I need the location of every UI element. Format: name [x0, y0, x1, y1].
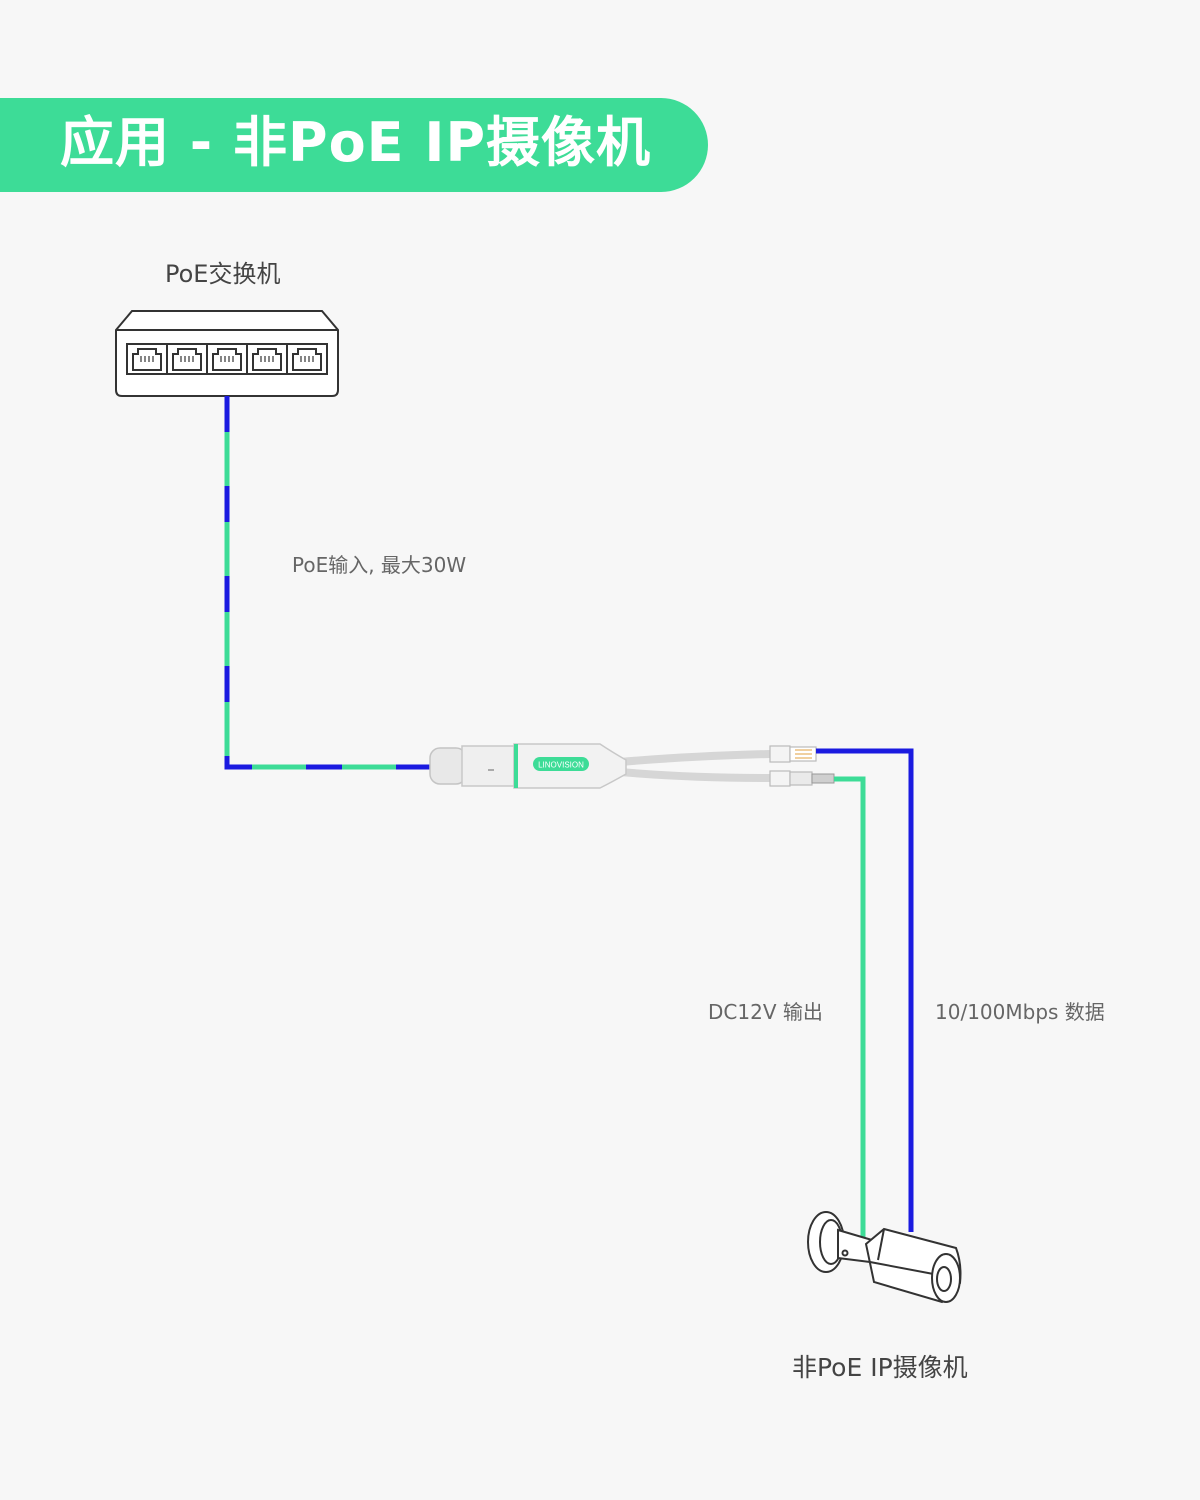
poe-switch-label: PoE交换机	[165, 260, 281, 288]
data-cable	[816, 748, 914, 1232]
dc-output-label: DC12V 输出	[708, 1000, 823, 1024]
poe-splitter-icon: LINOVISION	[429, 743, 835, 789]
ip-camera-icon	[807, 1211, 962, 1304]
poe-input-label: PoE输入, 最大30W	[292, 553, 467, 577]
page-title: 应用 - 非PoE IP摄像机	[60, 111, 652, 174]
poe-switch-icon	[115, 310, 339, 397]
poe-input-cable	[224, 396, 430, 770]
splitter-logo: LINOVISION	[538, 761, 584, 770]
title-banner: 应用 - 非PoE IP摄像机	[0, 98, 708, 192]
camera-label: 非PoE IP摄像机	[792, 1353, 968, 1382]
data-output-label: 10/100Mbps 数据	[935, 1000, 1105, 1024]
dc-power-cable	[834, 776, 866, 1245]
